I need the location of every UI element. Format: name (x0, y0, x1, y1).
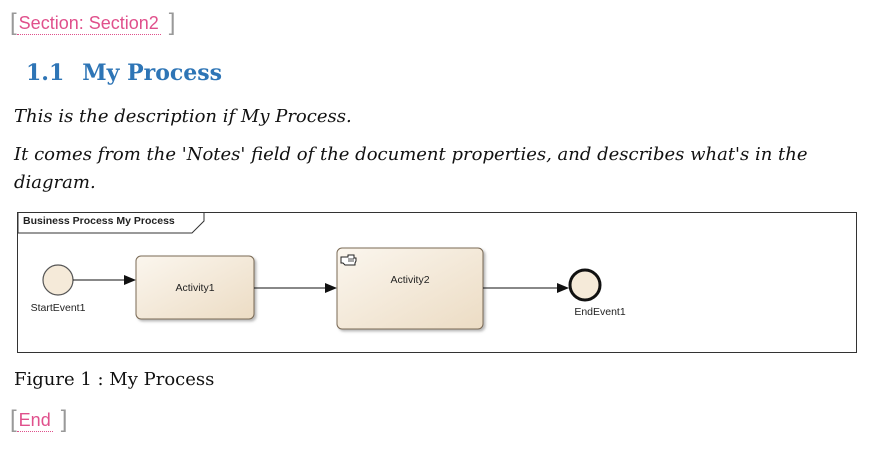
process-diagram[interactable]: Business Process My Process StartEvent1 … (17, 212, 857, 353)
section-end-tag[interactable]: [ End ] (10, 405, 67, 435)
section-bracket-right: ] (168, 9, 176, 36)
diagram-canvas (18, 213, 602, 330)
section-start-tag[interactable]: [ Section: Section2 ] (10, 8, 175, 38)
end-label[interactable]: End (16, 409, 53, 432)
section-heading: 1.1 My Process (26, 60, 222, 86)
end-bracket-right: ] (60, 406, 68, 433)
activity2-shape (336, 247, 484, 330)
diagram-frame-title: Business Process My Process (23, 215, 175, 227)
notes-paragraph: It comes from the 'Notes' field of the d… (14, 144, 808, 193)
activity1-label: Activity1 (175, 282, 215, 294)
figure-caption: Figure 1 : My Process (14, 369, 215, 390)
description-paragraph: This is the description if My Process. (14, 106, 352, 127)
end-bracket-left: [ (10, 406, 17, 433)
activity2-label: Activity2 (390, 274, 430, 286)
frame-tab (18, 213, 205, 234)
heading-title: My Process (82, 60, 223, 86)
end-event-shape (568, 268, 602, 302)
section-bracket-left: [ (10, 9, 17, 36)
heading-number: 1.1 (26, 60, 65, 86)
start-event-label: StartEvent1 (30, 302, 86, 314)
end-event-label: EndEvent1 (574, 306, 626, 318)
section-label[interactable]: Section: Section2 (16, 12, 161, 35)
hand-icon (340, 254, 357, 266)
start-event-shape (42, 264, 74, 296)
